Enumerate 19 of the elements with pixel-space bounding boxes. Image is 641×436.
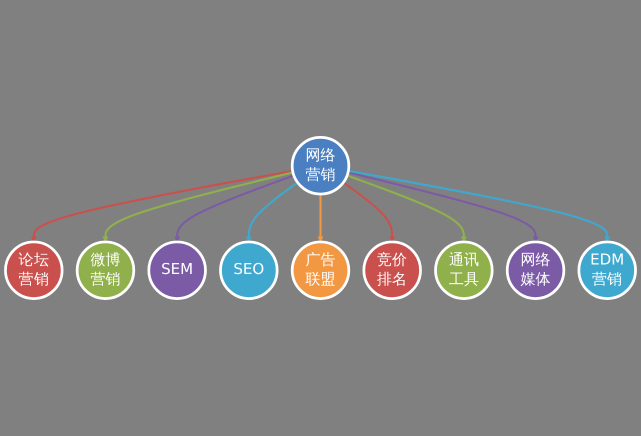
topic-circle: EDM营销 (578, 240, 637, 300)
arrow (342, 182, 396, 242)
arrow (318, 194, 324, 242)
topic-circle: 广告联盟 (290, 240, 350, 300)
topic-circle: 微博营销 (76, 240, 136, 300)
arrow (346, 174, 467, 242)
topic-circle: 通讯工具 (434, 240, 494, 300)
arrow (348, 170, 610, 242)
topic-circle: SEO (219, 240, 278, 300)
arrow (348, 171, 539, 242)
topic-circle: 论坛营销 (4, 240, 64, 300)
arrow (30, 170, 293, 242)
topic-circle: SEM (147, 240, 207, 300)
topic-circle: 网络媒体 (506, 240, 566, 300)
topic-circle: 网络营销 (290, 136, 350, 196)
arrow (102, 171, 294, 242)
topic-circle: 竞价排名 (362, 240, 422, 300)
arrow (246, 182, 298, 242)
arrow (174, 174, 294, 242)
